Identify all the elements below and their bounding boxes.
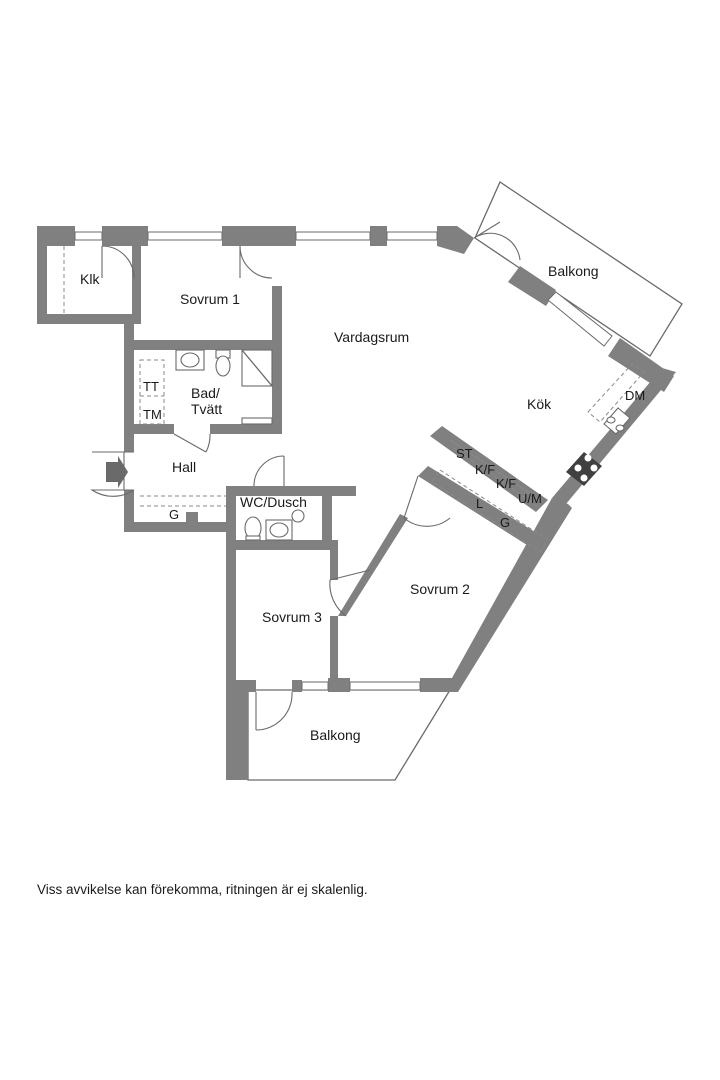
room-label-sovrum-2: Sovrum 2 bbox=[410, 581, 470, 597]
fixture-label-g-hall: G bbox=[169, 507, 179, 522]
windows bbox=[74, 231, 613, 691]
storage-lines bbox=[63, 246, 645, 553]
fixture-label-l: L bbox=[476, 496, 483, 511]
balcony-top-outline bbox=[474, 181, 683, 357]
room-label-klk: Klk bbox=[80, 271, 100, 287]
fixture-label-um: U/M bbox=[518, 491, 542, 506]
room-label-bad: Bad/ bbox=[191, 385, 220, 401]
room-label-tvatt: Tvätt bbox=[191, 401, 222, 417]
room-label-sovrum-3: Sovrum 3 bbox=[262, 609, 322, 625]
room-label-sovrum-1: Sovrum 1 bbox=[180, 291, 240, 307]
fixture-label-st: ST bbox=[456, 446, 473, 461]
room-label-balkong-top: Balkong bbox=[548, 263, 599, 279]
fixture-label-dm: DM bbox=[625, 388, 645, 403]
fixture-label-kf-1: K/F bbox=[475, 462, 495, 477]
entrance-arrow-icon bbox=[106, 456, 128, 488]
fixtures bbox=[175, 349, 631, 541]
room-label-hall: Hall bbox=[172, 459, 196, 475]
walls bbox=[37, 226, 676, 780]
fixture-label-tm: TM bbox=[143, 407, 162, 422]
room-label-wc-dusch: WC/Dusch bbox=[240, 494, 307, 510]
doors bbox=[90, 221, 521, 731]
room-label-balkong-bottom: Balkong bbox=[310, 727, 361, 743]
disclaimer-text: Viss avvikelse kan förekomma, ritningen … bbox=[37, 882, 368, 897]
room-label-kok: Kök bbox=[527, 396, 552, 412]
room-label-vardagsrum: Vardagsrum bbox=[334, 329, 409, 345]
fixture-label-g-bedroom: G bbox=[500, 515, 510, 530]
fixture-label-kf-2: K/F bbox=[496, 476, 516, 491]
fixture-label-tt: TT bbox=[143, 379, 159, 394]
